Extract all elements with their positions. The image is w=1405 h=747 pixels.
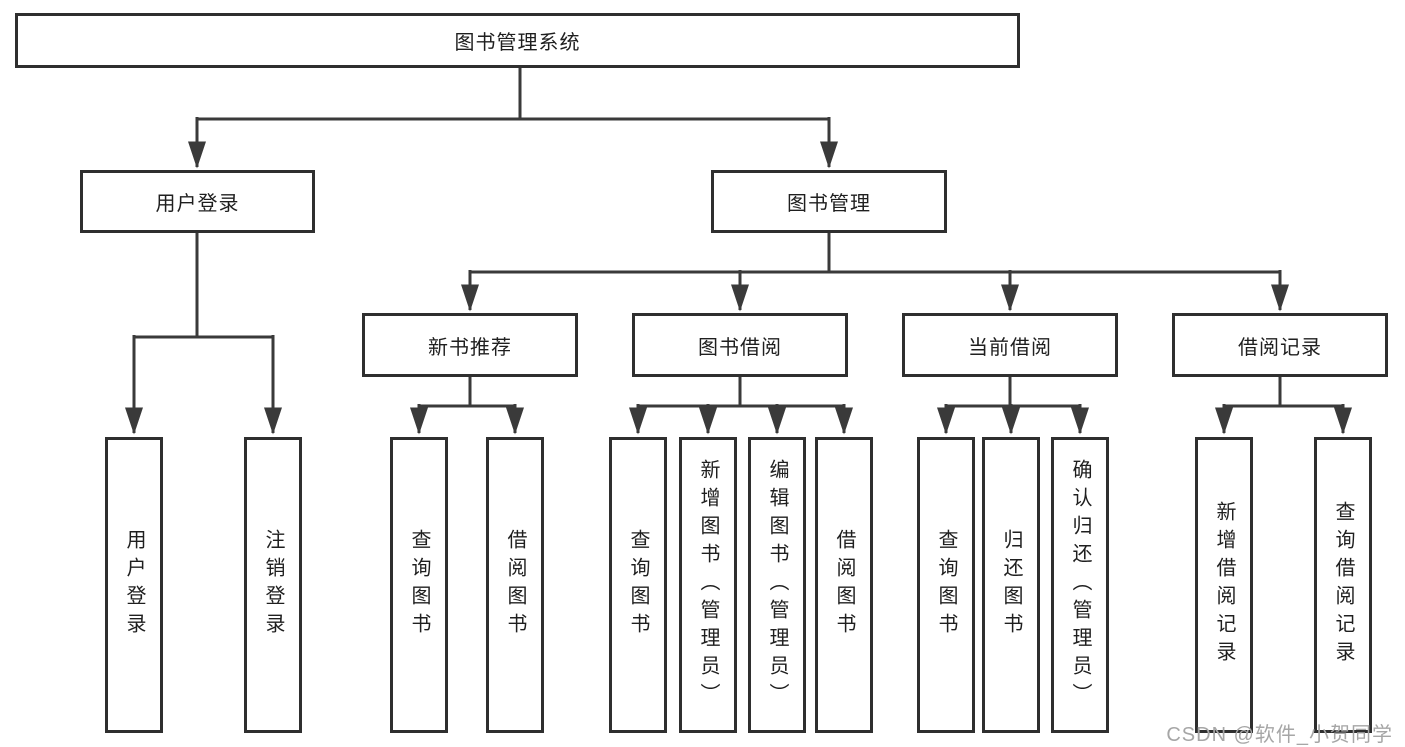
connector-root-to-level2	[188, 68, 838, 169]
node-book-management-module: 图书管理	[711, 170, 947, 233]
node-borrowing-records: 借阅记录	[1172, 313, 1388, 377]
leaf-edit-books-admin: 编辑图书（管理员）	[748, 437, 806, 733]
leaf-borrow-books: 借阅图书	[815, 437, 873, 733]
leaf-borrow-books-recommend: 借阅图书	[486, 437, 544, 733]
leaf-user-login: 用户登录	[105, 437, 163, 733]
connector-current-borrowing-to-leaves	[937, 377, 1089, 435]
leaf-add-books-admin: 新增图书（管理员）	[679, 437, 737, 733]
leaf-confirm-return-admin: 确认归还（管理员）	[1051, 437, 1109, 733]
connector-book-management-to-level3	[461, 233, 1289, 312]
node-new-book-recommend: 新书推荐	[362, 313, 578, 377]
connector-borrowing-records-to-leaves	[1215, 377, 1352, 435]
leaf-query-borrow-record: 查询借阅记录	[1314, 437, 1372, 733]
leaf-add-borrow-record: 新增借阅记录	[1195, 437, 1253, 733]
node-user-login-module: 用户登录	[80, 170, 315, 233]
leaf-query-books-current: 查询图书	[917, 437, 975, 733]
connector-user-login-to-leaves	[125, 233, 282, 435]
csdn-watermark: CSDN @软件_小贺同学	[1166, 724, 1393, 746]
node-current-borrowing: 当前借阅	[902, 313, 1118, 377]
leaf-return-books: 归还图书	[982, 437, 1040, 733]
connector-book-borrowing-to-leaves	[629, 377, 853, 435]
leaf-query-books-recommend: 查询图书	[390, 437, 448, 733]
connector-new-book-recommend-to-leaves	[410, 377, 524, 435]
node-library-management-system: 图书管理系统	[15, 13, 1020, 68]
leaf-logout: 注销登录	[244, 437, 302, 733]
node-book-borrowing: 图书借阅	[632, 313, 848, 377]
leaf-query-books-borrowing: 查询图书	[609, 437, 667, 733]
